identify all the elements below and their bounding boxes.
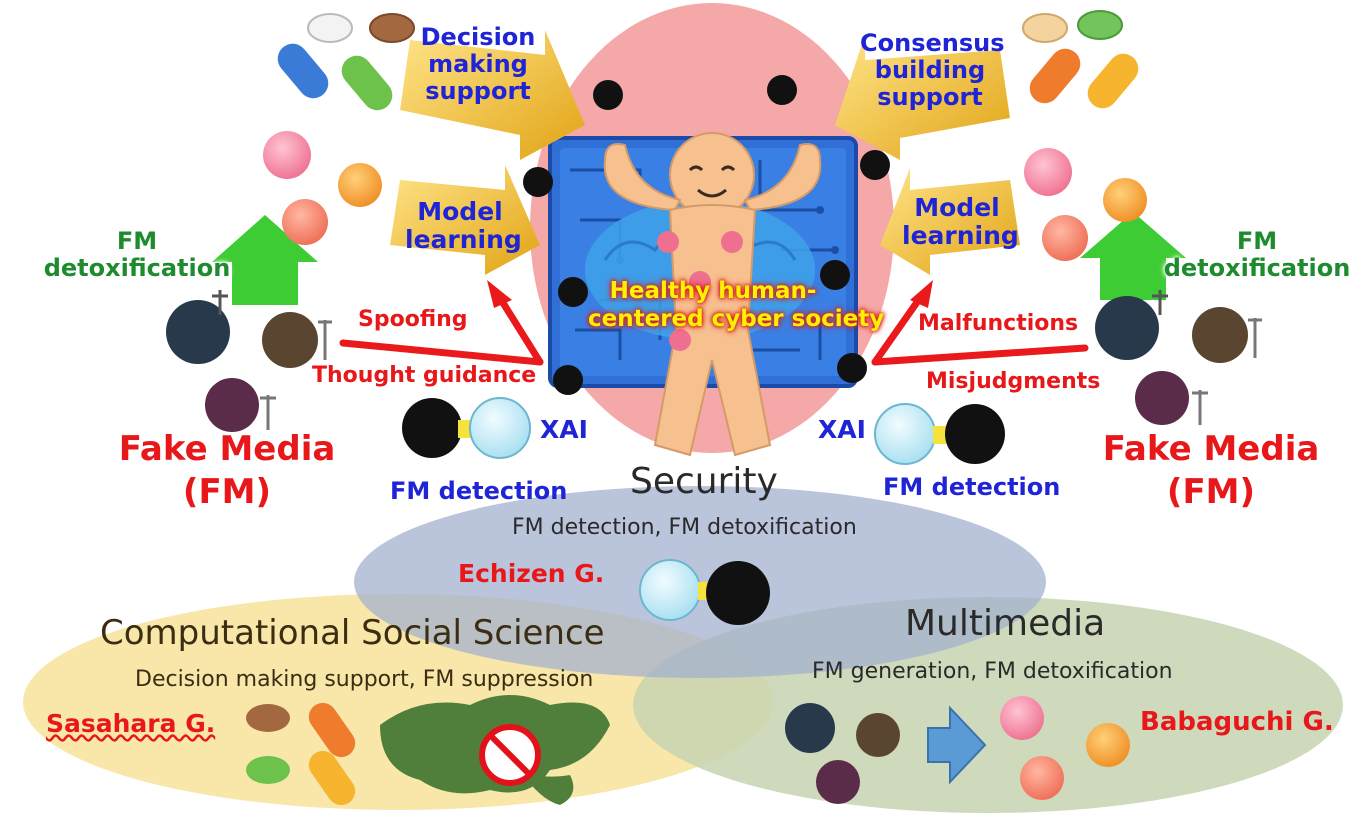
- security-group-label: Echizen G.: [458, 559, 605, 588]
- healthy-media-balls-multimedia-icon: [1000, 696, 1130, 800]
- fm-detox-right-arrow: [1080, 212, 1186, 300]
- generation-arrow: [927, 705, 987, 785]
- fake-media-left-line1: Fake Media: [118, 429, 336, 469]
- center-title: Healthy human- centered cyber society: [588, 278, 885, 333]
- decision-support-line1: Decision: [420, 23, 536, 51]
- threat-arrow-left-head: [487, 280, 512, 308]
- consensus-support-line2: building: [874, 55, 986, 84]
- model-learning-left-label: Model learning: [405, 197, 522, 254]
- misjudgments-label: Misjudgments: [926, 369, 1101, 394]
- pills-css-icon: [246, 702, 356, 806]
- center-title-line1: Healthy human-: [609, 278, 817, 304]
- fake-media-right-label: Fake Media (FM): [1096, 428, 1326, 513]
- css-subtitle: Decision making support, FM suppression: [135, 667, 594, 692]
- fake-media-germs-multimedia-icon: [785, 703, 900, 804]
- decision-support-arrow: [400, 30, 585, 160]
- world-map-icon: [380, 695, 610, 805]
- fm-detection-right-label: FM detection: [883, 473, 1061, 501]
- model-learning-left-line2: learning: [405, 225, 522, 254]
- consensus-support-line3: support: [877, 82, 983, 111]
- human-buttons-icon: [657, 231, 743, 351]
- fm-detox-right-line2: detoxification: [1163, 253, 1351, 282]
- center-title-line2: centered cyber society: [588, 305, 885, 332]
- fm-detox-right-label: FM detoxification: [1162, 228, 1352, 282]
- fake-media-right-line1: Fake Media: [1102, 429, 1320, 469]
- decision-support-line3: support: [425, 76, 531, 105]
- css-title: Computational Social Science: [100, 613, 605, 653]
- fm-detox-left-label: FM detoxification: [42, 228, 232, 282]
- fm-detection-left-label: FM detection: [390, 477, 568, 505]
- model-learning-right-line1: Model: [914, 193, 1000, 222]
- fm-detox-left-line2: detoxification: [43, 253, 231, 282]
- model-learning-right-label: Model learning: [902, 193, 1019, 250]
- threat-arrow-right: [871, 294, 1089, 366]
- malfunctions-label: Malfunctions: [918, 311, 1079, 336]
- model-learning-right-arrow: [880, 168, 1020, 275]
- threat-arrow-right-head: [910, 280, 933, 308]
- xai-left-label: XAI: [540, 415, 588, 444]
- multimedia-subtitle: FM generation, FM detoxification: [812, 659, 1173, 684]
- xai-detector-right-icon: [874, 403, 1005, 465]
- human-face-icon: [688, 165, 736, 198]
- spoofing-label: Spoofing: [358, 307, 468, 332]
- fake-media-left-label: Fake Media (FM): [112, 428, 342, 513]
- model-learning-right-line2: learning: [902, 221, 1019, 250]
- healthy-human-icon: [603, 132, 822, 457]
- fake-media-right-line2: (FM): [1166, 471, 1256, 512]
- black-germ-icons: [523, 75, 890, 395]
- xai-detector-security-icon: [639, 559, 770, 625]
- consensus-support-line1: Consensus: [860, 29, 1005, 57]
- fm-detox-right-line1: FM: [1236, 227, 1278, 255]
- model-learning-left-line1: Model: [417, 197, 503, 226]
- security-title: Security: [630, 461, 778, 502]
- security-subtitle: FM detection, FM detoxification: [512, 515, 857, 540]
- pills-left-icon: [277, 13, 415, 111]
- consensus-support-arrow: [835, 35, 1010, 160]
- decision-support-label: Decision making support: [418, 24, 538, 105]
- fake-media-germs-left-icon: [166, 290, 332, 432]
- decision-support-line2: making: [428, 49, 528, 78]
- thought-guidance-label: Thought guidance: [312, 363, 537, 388]
- xai-detector-left-icon: [402, 397, 531, 459]
- pills-right-icon: [1022, 10, 1139, 109]
- threat-arrow-left: [339, 294, 544, 366]
- css-group-label: Sasahara G.: [46, 709, 216, 738]
- fm-detox-left-line1: FM: [116, 227, 158, 255]
- healthy-media-balls-right-icon: [1024, 148, 1147, 261]
- multimedia-title: Multimedia: [905, 603, 1106, 644]
- healthy-media-balls-left-icon: [263, 131, 382, 245]
- xai-right-label: XAI: [818, 415, 866, 444]
- fm-detox-left-arrow: [212, 215, 318, 305]
- multimedia-group-label: Babaguchi G.: [1140, 707, 1334, 737]
- consensus-support-label: Consensus building support: [860, 29, 1005, 111]
- model-learning-left-arrow: [390, 165, 540, 275]
- fake-media-germs-right-icon: [1095, 290, 1262, 425]
- fake-media-left-line2: (FM): [182, 471, 272, 512]
